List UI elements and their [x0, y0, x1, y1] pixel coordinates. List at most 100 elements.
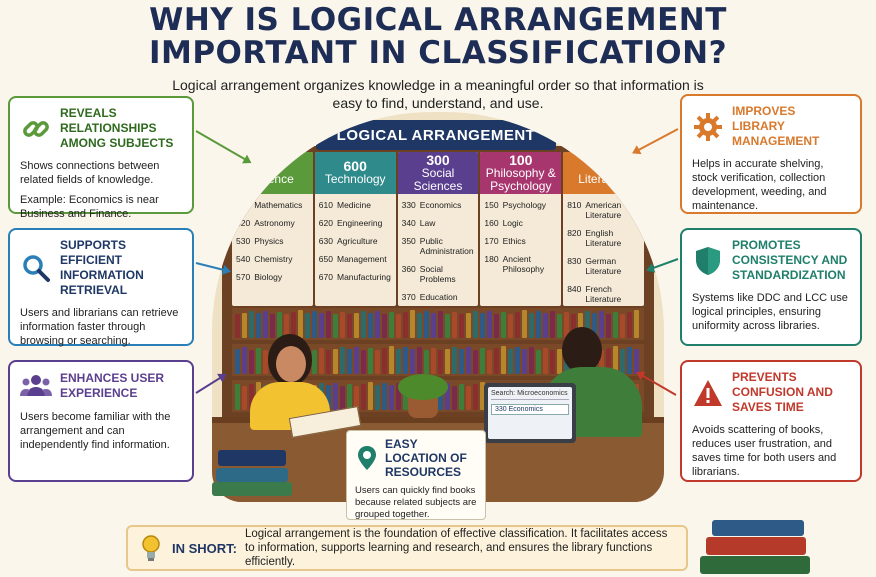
book-spine — [557, 313, 562, 338]
book-spine — [445, 313, 450, 338]
class-code: 330 — [401, 200, 416, 210]
book-spine — [417, 347, 422, 374]
class-code: 570 — [236, 272, 251, 282]
book-spine — [354, 347, 359, 374]
book-spine — [452, 346, 457, 374]
book-spine — [550, 350, 555, 374]
book-stack — [700, 556, 810, 574]
book-spine — [417, 312, 422, 338]
page-title: WHY IS LOGICAL ARRANGEMENT IMPORTANT IN … — [0, 4, 876, 70]
lightbulb-icon — [138, 533, 164, 563]
person-head — [562, 327, 602, 373]
book-spine — [326, 385, 331, 410]
easy-location-body: Users can quickly find books because rel… — [355, 485, 477, 520]
book-spine — [438, 311, 443, 338]
shelf-name: Science — [251, 172, 294, 186]
book-spine — [487, 350, 492, 374]
laptop: Search: Microeconomics 330 Economics — [484, 383, 576, 443]
book-spine — [410, 349, 415, 374]
book-spine — [529, 312, 534, 338]
book-spine — [606, 348, 611, 374]
class-label: Agriculture — [336, 236, 378, 246]
class-label: German Literature — [585, 256, 622, 276]
book-spine — [270, 313, 275, 338]
retrieval-title: SUPPORTS EFFICIENT INFORMATION RETRIEVAL — [60, 238, 144, 297]
class-code: 810 — [567, 200, 582, 210]
book-spine — [382, 382, 387, 410]
relationships-card: REVEALS RELATIONSHIPS AMONG SUBJECTS Sho… — [8, 96, 194, 220]
book-spine — [543, 347, 548, 374]
book-spine — [473, 310, 478, 338]
book-spine — [634, 310, 639, 338]
book-spine — [389, 346, 394, 374]
shelf-name: Technology — [324, 172, 386, 186]
book-spine — [466, 386, 471, 410]
book-spine — [480, 313, 485, 338]
class-label: Management — [336, 254, 387, 264]
book-spine — [249, 310, 254, 338]
book-spine — [368, 382, 373, 410]
book-spine — [375, 384, 380, 410]
book-spine — [235, 383, 240, 410]
management-card: IMPROVES LIBRARY MANAGEMENT Helps in acc… — [680, 94, 862, 214]
confusion-title: PREVENTS CONFUSION AND SAVES TIME — [732, 370, 833, 414]
book-spine — [326, 350, 331, 374]
book-spine — [613, 311, 618, 338]
book-spine — [564, 311, 569, 338]
relationships-desc: Shows connections between related fields… — [20, 160, 160, 186]
book-spine — [403, 346, 408, 374]
class-label: Public Administration — [419, 236, 474, 256]
book-spine — [361, 349, 366, 374]
class-label: American Literature — [585, 200, 622, 220]
book-spine — [319, 347, 324, 374]
book-spine — [319, 313, 324, 338]
class-label: Medicine — [336, 200, 372, 210]
book-spine — [256, 347, 261, 374]
class-code: 170 — [484, 236, 499, 246]
class-code: 630 — [318, 236, 333, 246]
class-label: Law — [419, 218, 436, 228]
book-spine — [592, 313, 597, 338]
book-spine — [403, 312, 408, 338]
book-spine — [333, 383, 338, 410]
book-spine — [354, 312, 359, 338]
book-spine — [480, 347, 485, 374]
map-pin-icon — [355, 444, 379, 472]
class-code: 820 — [567, 228, 582, 238]
book-spine — [326, 311, 331, 338]
book-spine — [375, 311, 380, 338]
class-label: Chemistry — [254, 254, 293, 264]
book-spine — [515, 346, 520, 374]
intro-text: Logical arrangement organizes knowledge … — [172, 77, 704, 111]
scene-banner: LOGICAL ARRANGEMENT — [316, 120, 556, 150]
book-spine — [298, 310, 303, 338]
shelf-number: 300 — [426, 152, 450, 168]
laptop-search-query: Search: Microeconomics — [491, 390, 569, 400]
book-spine — [263, 311, 268, 338]
consistency-desc: Systems like DDC and LCC use logical pri… — [692, 292, 848, 332]
book-spine — [466, 312, 471, 338]
book-stack — [212, 482, 292, 496]
book-spine — [613, 346, 618, 374]
book-spine — [242, 347, 247, 374]
book-spine — [361, 310, 366, 338]
book-spine — [263, 350, 268, 374]
class-label: Astronomy — [254, 218, 295, 228]
book-spine — [620, 314, 625, 338]
relationships-example: Example: Economics is near Business and … — [20, 194, 159, 220]
relationships-title: REVEALS RELATIONSHIPS AMONG SUBJECTS — [60, 106, 174, 150]
